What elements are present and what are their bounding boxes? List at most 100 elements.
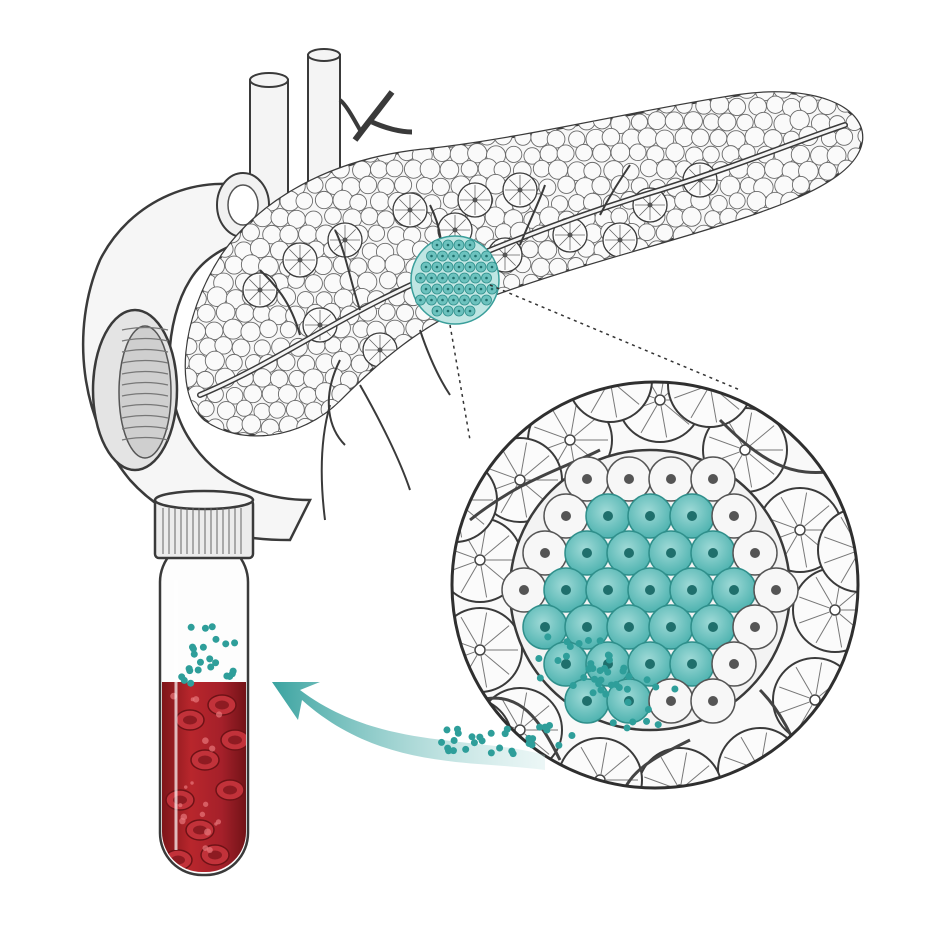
acinus (477, 127, 497, 146)
zoom-acinus-spoke (839, 585, 858, 607)
zoom-vessel (618, 738, 691, 788)
acinus (519, 111, 540, 132)
zoom-acinus-spoke (800, 535, 808, 568)
acinus (774, 275, 792, 293)
acinus (279, 321, 297, 339)
released-granule (470, 739, 478, 747)
zoom-acinus-spoke (520, 776, 538, 788)
acinus (416, 176, 434, 195)
acinus (477, 415, 496, 434)
islet-cell-nucleus (457, 287, 461, 291)
acinus (277, 384, 298, 404)
acinus (304, 274, 323, 293)
acinus (206, 95, 226, 114)
acinus (196, 143, 215, 163)
acinus (702, 337, 723, 357)
insulin-granule (623, 685, 631, 693)
insulin-granule (609, 719, 617, 727)
acinus (842, 174, 863, 196)
acinus (385, 159, 404, 178)
acinus (549, 319, 569, 339)
plasma-speck (202, 801, 209, 807)
acinus (766, 319, 786, 339)
acinus (702, 303, 720, 322)
acinus (637, 223, 656, 242)
acinus (349, 94, 370, 115)
zoom-acinus-spoke (680, 752, 688, 785)
acinus (702, 145, 720, 164)
acinus (828, 273, 849, 294)
acinus (827, 207, 849, 229)
zoom-acinus-spoke (660, 382, 668, 395)
zoom-acinus-spoke (745, 412, 753, 445)
duodenum-fold (121, 414, 169, 419)
acinus (818, 414, 839, 435)
zoom-acinus-spoke (504, 812, 534, 823)
acinus (630, 304, 650, 324)
acinus (826, 145, 847, 166)
acinus (511, 287, 530, 306)
acinus (799, 255, 821, 277)
acinus (456, 414, 476, 435)
acinus (736, 113, 754, 132)
acinus (595, 337, 615, 358)
acinus (253, 339, 271, 357)
zoom-acinus-spoke (452, 546, 475, 559)
acinus (819, 258, 837, 277)
acinus (423, 128, 441, 147)
acinus (838, 258, 857, 278)
acinus (793, 338, 811, 357)
zoom-acinus-spoke (574, 367, 604, 378)
zoom-acinus-spoke (452, 504, 453, 534)
acinus (754, 370, 773, 388)
acinus (691, 128, 710, 147)
acinus (866, 212, 882, 228)
acinus (601, 318, 621, 338)
zoom-acinus-spoke (804, 505, 830, 527)
blood-vessels (249, 48, 413, 206)
acinus (664, 111, 684, 131)
acinus (556, 144, 575, 163)
acinus (430, 398, 449, 418)
red-blood-cell-dimple (198, 755, 212, 765)
acinus (836, 354, 856, 374)
zoom-acinus-spoke (740, 736, 758, 766)
acinus (665, 142, 685, 162)
acinus (514, 128, 532, 146)
acinus (411, 431, 432, 436)
tube-granule (190, 650, 198, 658)
acinus (701, 240, 722, 261)
acinus (612, 335, 630, 354)
zoom-acinus-lumen (564, 434, 576, 446)
acinus (394, 399, 414, 420)
acinus (486, 399, 506, 419)
zoom-acinus-spoke (460, 564, 478, 594)
acinus (492, 351, 512, 370)
acinus (232, 113, 251, 132)
cell-nucleus (687, 511, 697, 521)
acinus (592, 302, 614, 323)
zoom-acinus-spoke (660, 405, 668, 438)
acinus (683, 111, 703, 131)
red-blood-cell-dimple (193, 825, 207, 835)
acinus (567, 321, 587, 341)
plasma-speck (209, 745, 216, 752)
acinus (790, 145, 811, 165)
acinus (206, 256, 225, 276)
acinus (484, 368, 506, 389)
insulin-granule (575, 640, 583, 648)
insulin-granule (604, 668, 612, 676)
zoom-acinus-spoke (690, 389, 708, 419)
acinus (737, 338, 757, 358)
acinus (396, 369, 415, 388)
acinus (736, 92, 758, 99)
acinus (513, 319, 532, 337)
acinus (701, 92, 723, 100)
acinus (619, 321, 639, 341)
acinus (240, 254, 262, 275)
acinus (438, 353, 458, 374)
zoom-acinus-spoke (740, 774, 758, 788)
acinus (458, 97, 478, 118)
rosette-center (257, 287, 263, 293)
acinus (609, 303, 630, 325)
